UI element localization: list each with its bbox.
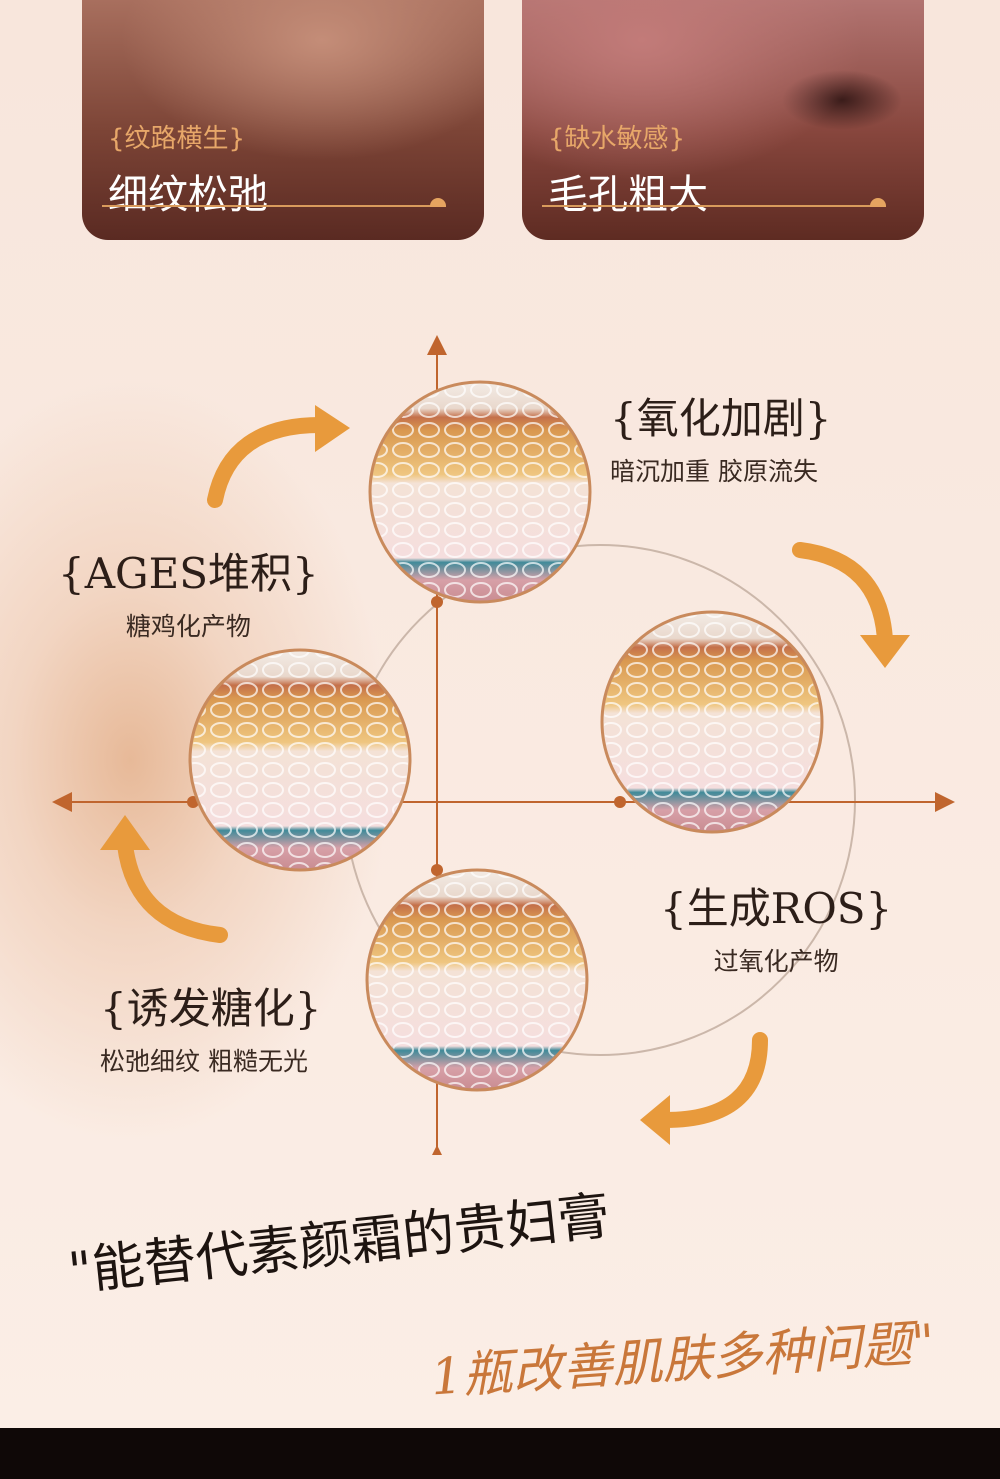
cycle-arrow-icon (207, 417, 328, 508)
step-heading: {氧化加剧} (610, 394, 832, 443)
step-detail: 过氧化产物 (713, 947, 839, 976)
step-heading: {诱发糖化} (100, 984, 322, 1033)
skin-problem-card-wrinkles: {纹路横生} 细纹松弛 (82, 0, 484, 240)
divider-dot (430, 198, 446, 207)
cycle-step-ros: {生成ROS} 过氧化产物 (660, 875, 892, 978)
cycle-step-oxidation: {氧化加剧} 暗沉加重 胶原流失 (610, 385, 831, 488)
skin-cross-section-right (600, 610, 824, 834)
skin-problem-card-pores: {缺水敏感} 毛孔粗大 (522, 0, 924, 240)
divider-dot (870, 198, 886, 207)
divider (542, 205, 884, 207)
card-title: 细纹松弛 (108, 172, 268, 218)
step-detail: 松弛细纹 粗糙无光 (100, 1047, 308, 1076)
skin-cross-section-top (368, 380, 592, 604)
footer-bar (0, 1428, 1000, 1479)
skin-cross-section-bottom (365, 868, 589, 1092)
divider (102, 205, 444, 207)
step-detail: 糖鸡化产物 (125, 612, 251, 641)
skin-cycle-diagram (52, 335, 955, 1155)
cycle-arrow-icon (657, 1032, 768, 1128)
card-subtitle: {纹路横生} (108, 124, 246, 154)
step-heading: {AGES堆积} (58, 549, 319, 598)
step-heading: {生成ROS} (660, 884, 893, 933)
card-subtitle: {缺水敏感} (548, 124, 686, 154)
step-detail: 暗沉加重 胶原流失 (610, 457, 818, 486)
skin-cross-section-left (188, 648, 412, 872)
cycle-step-ages: {AGES堆积} 糖鸡化产物 (58, 540, 319, 643)
cycle-step-glycation: {诱发糖化} 松弛细纹 粗糙无光 (100, 975, 321, 1078)
cycle-arrow-icon (792, 542, 893, 648)
card-title: 毛孔粗大 (548, 172, 708, 218)
cycle-arrow-icon (117, 837, 228, 943)
